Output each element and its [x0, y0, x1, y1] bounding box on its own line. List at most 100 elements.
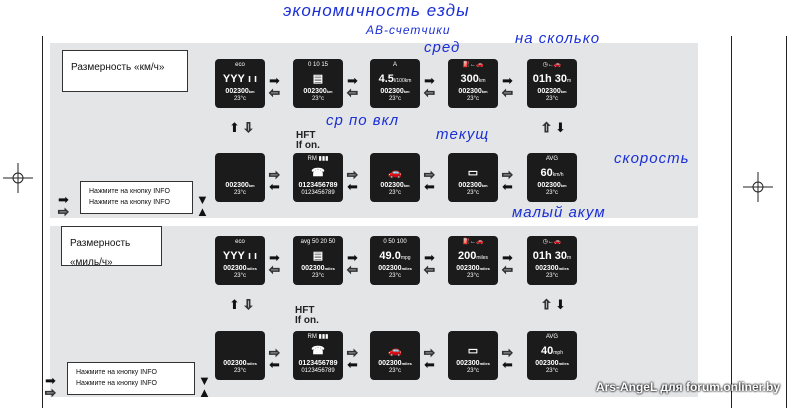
- screen-unit: m: [567, 255, 572, 261]
- annotation: текущ: [436, 126, 490, 143]
- odometer: 002300miles: [301, 265, 335, 272]
- arrow-left-icon: ⬅: [424, 179, 435, 194]
- odometer-unit: km: [560, 89, 567, 94]
- screen-value: 40mph: [541, 345, 563, 357]
- arrow-right-icon: ⇨: [424, 345, 436, 360]
- odometer-unit: miles: [558, 361, 569, 366]
- arrow-left-icon: ⬅: [502, 179, 513, 194]
- annotation: АВ-счетчики: [366, 23, 451, 37]
- annotation: скорость: [614, 150, 690, 167]
- odometer: 002300km: [225, 88, 255, 95]
- arrow-up-icon: ⬆: [229, 297, 240, 312]
- info-forward: Нажмите на кнопку INFO: [89, 188, 170, 195]
- odometer-unit: miles: [246, 361, 257, 366]
- arrow-down-icon: ⬇: [555, 297, 566, 312]
- odometer: 002300miles: [535, 265, 569, 272]
- screen-unit: mph: [553, 350, 563, 356]
- screen-unit: km/h: [552, 172, 564, 178]
- temperature: 23°c: [388, 273, 402, 279]
- page-edge: [786, 36, 787, 408]
- arrow-left-icon: ⇦: [347, 85, 359, 100]
- screen-header: ◷←🚗: [542, 239, 562, 245]
- screen-value: 🚗: [388, 345, 402, 357]
- screen-value: 4.5l/100km: [378, 73, 412, 85]
- temperature: 23°c: [466, 190, 480, 196]
- odometer-unit: miles: [479, 266, 490, 271]
- screen-value: 49.0mpg: [379, 250, 411, 262]
- temperature: 23°c: [545, 190, 559, 196]
- arrow-right-icon: ⇨: [45, 385, 57, 400]
- temperature: 23°c: [388, 368, 402, 374]
- units-label: Размерность «миль/ч»: [61, 226, 162, 268]
- screen-header: ◷←🚗: [542, 62, 562, 68]
- odometer-unit: km: [481, 89, 488, 94]
- page-border-right: [731, 36, 732, 408]
- triangle-up-icon: ▲: [196, 204, 209, 219]
- screen-unit: km: [478, 78, 486, 84]
- info-back: Нажмите на кнопку INFO: [76, 380, 157, 387]
- temperature: 23°c: [388, 96, 402, 102]
- screen-value: 60km/h: [540, 167, 564, 179]
- arrow-right-icon: ➡: [347, 73, 358, 88]
- arrow-right-icon: ➡: [269, 73, 280, 88]
- panel-kmh: Размерность «км/ч» Нажмите на кнопку INF…: [50, 43, 698, 219]
- odometer-unit: km: [248, 89, 255, 94]
- arrow-right-icon: ➡: [424, 250, 435, 265]
- screen-value: ΥΥΥ ı ı: [222, 250, 258, 262]
- screen-unit: mpg: [400, 255, 411, 261]
- odometer: 0123456789: [298, 360, 338, 367]
- temperature: 23°c: [466, 96, 480, 102]
- temperature: 23°c: [233, 273, 247, 279]
- temperature: 23°c: [545, 368, 559, 374]
- arrow-right-icon: ⇨: [424, 167, 436, 182]
- watermark: Ars-AngeL для forum.onliner.by: [595, 380, 780, 394]
- screen-value: ▭: [467, 167, 479, 179]
- info-back: Нажмите на кнопку INFO: [89, 199, 170, 206]
- arrow-left-icon: ⬅: [269, 357, 280, 372]
- arrow-left-icon: ⬅: [347, 179, 358, 194]
- odometer: 002300miles: [223, 360, 257, 367]
- screen-header: 0 10 15: [307, 62, 329, 68]
- screen-value: [215, 342, 265, 360]
- arrow-up-icon: ⬆: [229, 120, 240, 135]
- odometer-unit: miles: [246, 266, 257, 271]
- screen-unit: miles: [476, 255, 489, 261]
- screen-header: 0 50 100: [383, 239, 407, 245]
- temperature: 23°c: [311, 96, 325, 102]
- odometer: 002300miles: [456, 360, 490, 367]
- arrow-down-icon: ⬇: [555, 120, 566, 135]
- screen-value: 200miles: [457, 250, 489, 262]
- temperature: 23°c: [466, 368, 480, 374]
- odometer-unit: miles: [324, 266, 335, 271]
- odometer: 002300miles: [378, 360, 412, 367]
- screen-header: ⛽←🚗: [462, 239, 484, 245]
- screen-unit: m: [567, 78, 572, 84]
- annotation: на сколько: [515, 30, 601, 47]
- screen-header: [448, 333, 498, 342]
- temperature: 23°c: [233, 368, 247, 374]
- arrow-right-icon: ⇨: [347, 345, 359, 360]
- panel-mph: Размерность «миль/ч» Нажмите на кнопку I…: [45, 226, 698, 400]
- temperature: 0123456789: [301, 190, 335, 196]
- screen-value: 01h 30m: [532, 250, 572, 262]
- screen-header: RM ▮▮▮: [307, 156, 329, 162]
- odometer-unit: km: [481, 183, 488, 188]
- crosshair-icon: [743, 172, 773, 202]
- arrow-left-icon: ⇦: [502, 85, 514, 100]
- odometer-unit: miles: [401, 361, 412, 366]
- triangle-down-icon: ▼: [196, 192, 209, 207]
- triangle-up-icon: ▲: [198, 385, 211, 400]
- screen-value: 🚗: [388, 167, 402, 179]
- screen-value: ▭: [467, 345, 479, 357]
- arrow-right-icon: ⇨: [502, 345, 514, 360]
